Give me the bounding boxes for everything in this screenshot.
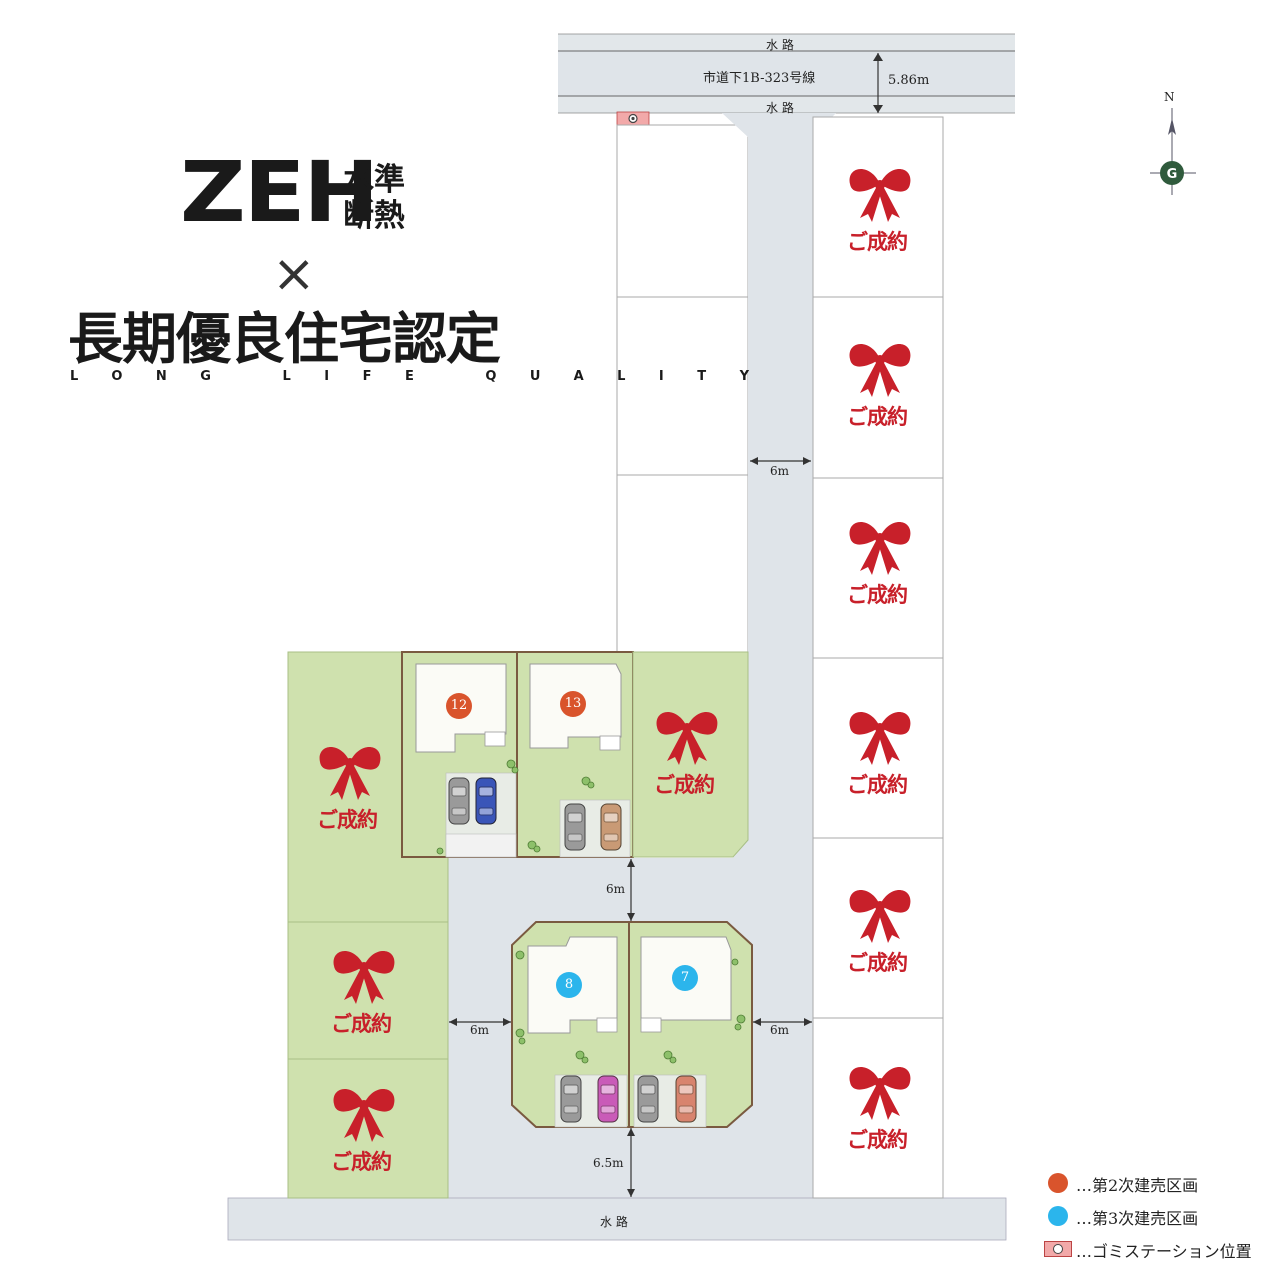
lot-8-number: 8: [564, 977, 574, 992]
car-icon: [560, 1075, 582, 1123]
lot-13-marker: [560, 691, 586, 717]
top-road-label: 市道下1B-323号線: [703, 71, 816, 86]
waterway-bottom: [227, 1197, 1007, 1241]
compass-icon: G: [1150, 108, 1196, 195]
sold-label: ご成約: [654, 773, 715, 797]
sold-label: ご成約: [847, 230, 908, 254]
top-road: [558, 51, 1015, 96]
parcel-right-6: [812, 1017, 944, 1199]
certification-subtitle: LONG LIFE QUALITY: [70, 369, 783, 384]
waterway-bottom-label: 水 路: [600, 1215, 628, 1229]
sold-label: ご成約: [847, 773, 908, 797]
sold-label: ご成約: [331, 1012, 392, 1036]
sold-label: ご成約: [317, 808, 378, 832]
bottom-road-width: 6.5m: [593, 1156, 624, 1170]
parcel-green-corner: [632, 651, 749, 858]
car-icon: [637, 1075, 659, 1123]
car-icon: [597, 1075, 619, 1123]
parcel-right-2: [812, 296, 944, 479]
legend: …第2次建売区画 …第3次建売区画 …ゴミステーション位置: [1044, 1168, 1273, 1268]
car-icon: [675, 1075, 697, 1123]
legend-third-dot: [1048, 1206, 1068, 1226]
lot-13-number: 13: [564, 696, 582, 711]
sold-label: ご成約: [847, 583, 908, 607]
parcel-right-5: [812, 837, 944, 1019]
lot-12-number: 12: [450, 698, 468, 713]
car-icon: [448, 777, 470, 825]
certification-title: 長期優良住宅認定: [68, 307, 501, 371]
times-symbol: ×: [272, 244, 316, 304]
right-road-width: 6m: [770, 1023, 790, 1037]
sold-label: ご成約: [847, 405, 908, 429]
lot-12-marker: [446, 693, 472, 719]
legend-second-dot: [1048, 1173, 1068, 1193]
waterway-top-upper-label: 水 路: [766, 38, 794, 52]
waterway-top-lower: [558, 96, 1015, 113]
sold-label: ご成約: [331, 1150, 392, 1174]
middle-road-width: 6m: [606, 882, 626, 896]
lot-7-marker: [672, 965, 698, 991]
parcel-right-3: [812, 477, 944, 659]
zeh-sub-line2: 断熱: [343, 198, 405, 234]
waterway-top-upper: [558, 34, 1015, 51]
legend-second-text: …第2次建売区画: [1076, 1176, 1199, 1195]
top-road-width-label: 5.86m: [888, 73, 930, 88]
lot-8-marker: [556, 972, 582, 998]
parcel-right-4: [812, 657, 944, 839]
sold-label: ご成約: [847, 1128, 908, 1152]
legend-garbage-icon: [1044, 1241, 1072, 1257]
left-road-width: 6m: [470, 1023, 490, 1037]
waterway-top-lower-label: 水 路: [766, 101, 794, 115]
zeh-title: ZEH: [180, 143, 379, 241]
car-icon: [564, 803, 586, 851]
parcel-left-3: [616, 474, 749, 653]
legend-garbage-text: …ゴミステーション位置: [1076, 1242, 1252, 1261]
legend-third-text: …第3次建売区画: [1076, 1209, 1199, 1228]
lot-7-number: 7: [680, 970, 690, 985]
sold-label: ご成約: [847, 951, 908, 975]
main-road-width: 6m: [770, 464, 790, 478]
zeh-sub-line1: 水準: [343, 162, 405, 198]
car-icon: [600, 803, 622, 851]
parcel-left-1: [616, 124, 749, 298]
car-icon: [475, 777, 497, 825]
north-label: N: [1164, 90, 1175, 104]
svg-text:G: G: [1167, 167, 1178, 182]
parcel-left-2: [616, 296, 749, 476]
parcel-right-1: [812, 116, 944, 298]
